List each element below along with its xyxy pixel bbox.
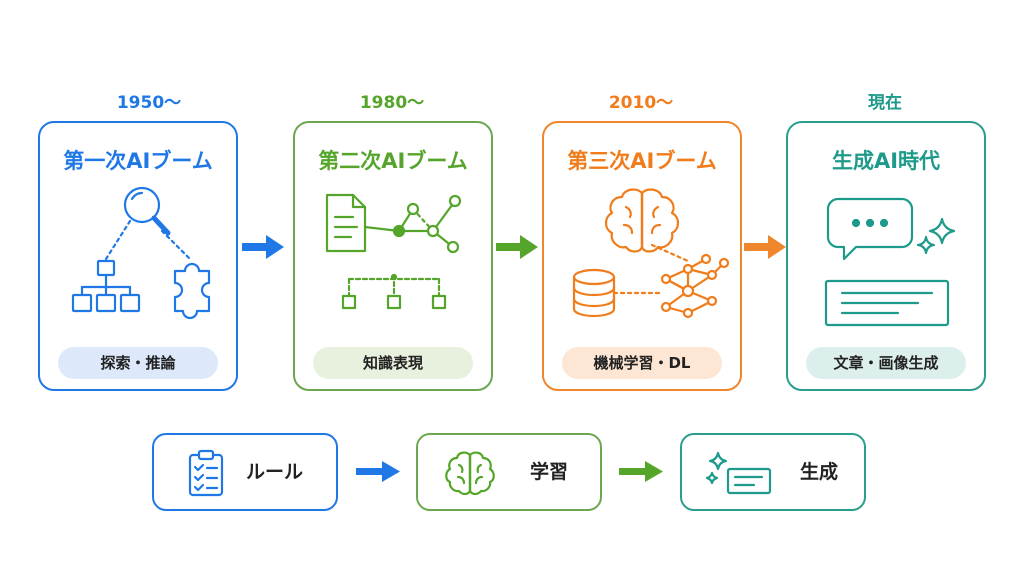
stage-tag-2: 知識表現 <box>313 347 473 379</box>
arrow-right-icon <box>356 461 400 482</box>
stage-3-illustration <box>572 188 730 319</box>
stage-tag-3: 機械学習・DL <box>562 347 722 379</box>
sparkle-icon <box>916 217 956 255</box>
stage-card-4: 生成AI時代 文章・画像生成 <box>786 121 986 391</box>
stage-title-3: 第三次AIブーム <box>567 149 717 173</box>
era-label-1: 1950～ <box>116 93 182 113</box>
stage-1-illustration <box>71 186 211 320</box>
document-icon <box>325 193 367 253</box>
flowchart-icon <box>71 259 141 313</box>
stage-title-1: 第一次AIブーム <box>63 149 213 173</box>
arrow-right-icon <box>744 235 786 259</box>
stage-card-2: 第二次AIブーム <box>293 121 493 391</box>
arrow-right-icon <box>619 461 663 482</box>
magnifier-icon <box>123 186 171 236</box>
flow-label-learning: 学習 <box>530 461 569 483</box>
flow-card-learning: 学習 <box>416 433 602 511</box>
era-label-4: 現在 <box>868 93 902 113</box>
sparkle-document-icon <box>705 451 772 495</box>
stage-card-1: 第一次AIブーム 探索・推論 <box>38 121 238 391</box>
era-label-2: 1980～ <box>359 93 425 113</box>
arrow-right-icon <box>496 235 538 259</box>
chat-bubble-icon <box>826 197 914 261</box>
clipboard-checklist-icon <box>188 449 224 497</box>
puzzle-icon <box>173 262 211 320</box>
stage-tag-1: 探索・推論 <box>58 347 218 379</box>
stage-2-illustration <box>325 193 462 310</box>
stage-card-3: 第三次AIブーム <box>542 121 742 391</box>
era-label-3: 2010～ <box>608 93 674 113</box>
text-block-icon <box>824 279 950 327</box>
flow-label-generation: 生成 <box>800 461 839 483</box>
stage-tag-4: 文章・画像生成 <box>806 347 966 379</box>
flow-label-rule: ルール <box>246 461 304 483</box>
stage-title-2: 第二次AIブーム <box>318 149 468 173</box>
arrow-right-icon <box>242 235 284 259</box>
stage-4-illustration <box>824 197 956 327</box>
database-icon <box>572 268 616 318</box>
knowledge-graph-icon <box>363 194 462 254</box>
neural-network-icon <box>660 253 730 319</box>
flow-card-rule: ルール <box>152 433 338 511</box>
stage-title-4: 生成AI時代 <box>831 149 941 173</box>
flow-card-generation: 生成 <box>680 433 866 511</box>
brain-icon <box>445 451 495 496</box>
brain-icon <box>604 188 680 253</box>
